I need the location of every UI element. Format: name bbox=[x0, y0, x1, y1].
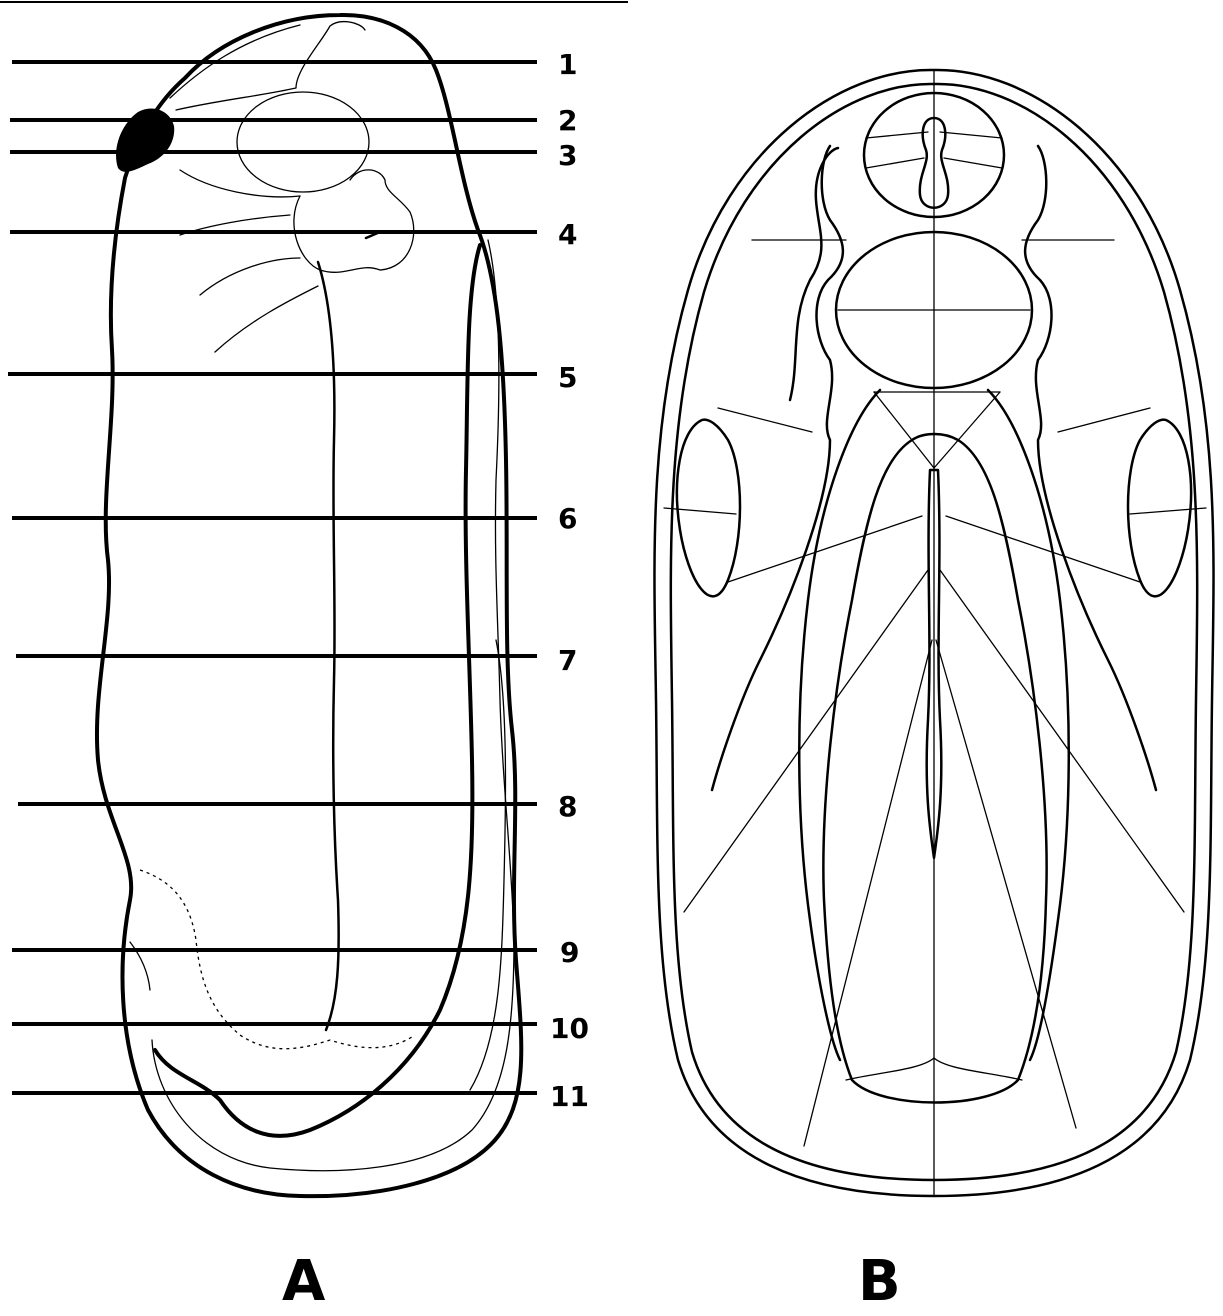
panel-b: B bbox=[654, 70, 1213, 1314]
segment-line bbox=[944, 158, 1002, 168]
segment-line bbox=[866, 132, 928, 138]
section-label: 3 bbox=[558, 139, 577, 172]
lobe-line bbox=[664, 508, 736, 514]
otic-region bbox=[294, 170, 414, 272]
section-label: 11 bbox=[550, 1080, 589, 1113]
heart-outline bbox=[176, 22, 365, 110]
section-label: 9 bbox=[560, 936, 579, 969]
segment-line bbox=[940, 132, 1002, 138]
somite-line-2 bbox=[215, 286, 318, 352]
section-label: 2 bbox=[558, 104, 577, 137]
section-label: 1 bbox=[558, 48, 577, 81]
section-label: 10 bbox=[550, 1012, 589, 1045]
section-label: 8 bbox=[558, 790, 577, 823]
central-axis bbox=[318, 262, 339, 1030]
section-label: 5 bbox=[558, 361, 577, 394]
left-paraxial bbox=[712, 146, 843, 790]
inner-chamber-outer bbox=[799, 390, 880, 1060]
left-lobe bbox=[677, 420, 740, 597]
inner-chamber-outer-right bbox=[988, 390, 1069, 1060]
panel-label-a: A bbox=[282, 1249, 326, 1314]
panel-label-b: B bbox=[858, 1249, 901, 1314]
right-paraxial bbox=[1025, 146, 1156, 790]
inner-chamber bbox=[823, 434, 1046, 1103]
somite-line-1 bbox=[200, 258, 300, 295]
dark-spot bbox=[116, 108, 174, 171]
section-label: 6 bbox=[558, 502, 577, 535]
dashed-region bbox=[140, 870, 415, 1049]
optic-vesicle bbox=[237, 92, 369, 192]
section-labels: 1 2 3 4 5 6 7 8 9 10 11 bbox=[550, 48, 589, 1113]
segment-line bbox=[866, 158, 924, 168]
neural-fold bbox=[180, 170, 300, 197]
right-lobe bbox=[1128, 420, 1191, 597]
section-label: 7 bbox=[558, 644, 577, 677]
section-label: 4 bbox=[558, 218, 577, 251]
panel-a: 1 2 3 4 5 6 7 8 9 10 11 A bbox=[0, 2, 628, 1314]
central-tube bbox=[155, 245, 480, 1136]
